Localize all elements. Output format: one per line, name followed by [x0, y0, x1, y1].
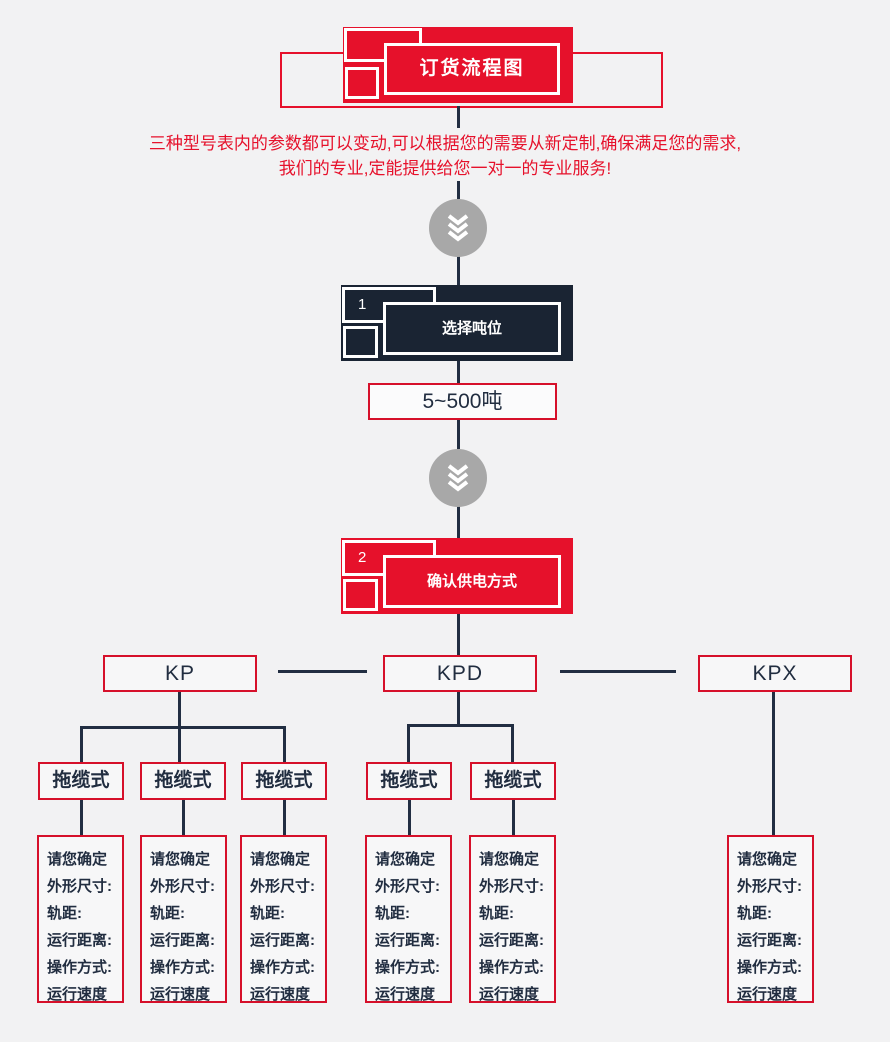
spec-line: 外形尺寸:	[250, 878, 315, 895]
spec-line: 外形尺寸:	[479, 878, 544, 895]
spec-line: 轨距:	[375, 905, 410, 922]
spec-line: 请您确定	[479, 851, 540, 868]
intro-line-2: 我们的专业,定能提供给您一对一的专业服务!	[278, 159, 612, 178]
cable-type-box: 拖缆式	[140, 762, 226, 800]
spec-line: 运行速度	[737, 986, 798, 1003]
step-1-deco-square	[343, 326, 378, 358]
step-2-label: 确认供电方式	[383, 555, 561, 608]
connector-line	[80, 726, 286, 729]
spec-box: 请您确定 外形尺寸: 轨距: 运行距离: 操作方式: 运行速度	[365, 835, 452, 1003]
tonnage-range-box: 5~500吨	[368, 383, 557, 420]
cable-type-box: 拖缆式	[470, 762, 556, 800]
spec-line: 外形尺寸:	[737, 878, 802, 895]
intro-text: 三种型号表内的参数都可以变动,可以根据您的需要从新定制,确保满足您的需求, 我们…	[0, 131, 890, 181]
spec-line: 请您确定	[737, 851, 798, 868]
spec-line: 操作方式:	[737, 959, 802, 976]
spec-line: 操作方式:	[250, 959, 315, 976]
spec-box: 请您确定 外形尺寸: 轨距: 运行距离: 操作方式: 运行速度	[469, 835, 556, 1003]
connector-line	[457, 361, 460, 383]
connector-line	[278, 670, 367, 673]
connector-line	[407, 724, 514, 727]
connector-line	[80, 726, 83, 762]
down-step-marker	[429, 449, 487, 507]
connector-line	[283, 726, 286, 762]
connector-line	[457, 181, 460, 199]
spec-line: 请您确定	[375, 851, 436, 868]
spec-line: 运行速度	[150, 986, 211, 1003]
cable-type-box: 拖缆式	[241, 762, 327, 800]
step-2-deco-square	[343, 579, 378, 611]
spec-box: 请您确定 外形尺寸: 轨距: 运行距离: 操作方式: 运行速度	[240, 835, 327, 1003]
spec-line: 运行距离:	[47, 932, 112, 949]
step-box-1: 1 选择吨位	[341, 285, 573, 361]
connector-line	[80, 800, 83, 835]
connector-line	[457, 255, 460, 285]
spec-line: 操作方式:	[150, 959, 215, 976]
model-box-kpx: KPX	[698, 655, 852, 692]
connector-line	[457, 505, 460, 538]
header-deco-square	[345, 67, 379, 99]
spec-line: 运行距离:	[150, 932, 215, 949]
cable-type-box: 拖缆式	[366, 762, 452, 800]
model-box-kpd: KPD	[383, 655, 537, 692]
chevron-triple-down-icon	[447, 214, 469, 242]
spec-line: 运行距离:	[375, 932, 440, 949]
spec-line: 运行速度	[47, 986, 108, 1003]
cable-type-box: 拖缆式	[38, 762, 124, 800]
spec-box: 请您确定 外形尺寸: 轨距: 运行距离: 操作方式: 运行速度	[140, 835, 227, 1003]
spec-line: 请您确定	[47, 851, 108, 868]
spec-line: 操作方式:	[479, 959, 544, 976]
spec-line: 运行速度	[479, 986, 540, 1003]
connector-line	[457, 106, 460, 128]
spec-line: 运行速度	[250, 986, 311, 1003]
spec-line: 轨距:	[150, 905, 185, 922]
spec-box: 请您确定 外形尺寸: 轨距: 运行距离: 操作方式: 运行速度	[727, 835, 814, 1003]
spec-line: 运行速度	[375, 986, 436, 1003]
spec-line: 操作方式:	[47, 959, 112, 976]
intro-line-1: 三种型号表内的参数都可以变动,可以根据您的需要从新定制,确保满足您的需求,	[148, 134, 742, 153]
header-box: 订货流程图	[343, 27, 573, 103]
connector-line	[511, 724, 514, 762]
step-box-2: 2 确认供电方式	[341, 538, 573, 614]
spec-line: 轨距:	[250, 905, 285, 922]
model-box-kp: KP	[103, 655, 257, 692]
spec-line: 运行距离:	[479, 932, 544, 949]
spec-line: 外形尺寸:	[47, 878, 112, 895]
connector-line	[283, 800, 286, 835]
down-step-marker	[429, 199, 487, 257]
spec-line: 运行距离:	[737, 932, 802, 949]
connector-line	[407, 724, 410, 762]
spec-line: 运行距离:	[250, 932, 315, 949]
spec-line: 外形尺寸:	[150, 878, 215, 895]
spec-line: 轨距:	[737, 905, 772, 922]
connector-line	[772, 692, 775, 835]
connector-line	[457, 418, 460, 449]
spec-line: 轨距:	[479, 905, 514, 922]
connector-line	[457, 614, 460, 655]
spec-line: 外形尺寸:	[375, 878, 440, 895]
step-1-label: 选择吨位	[383, 302, 561, 355]
spec-line: 请您确定	[250, 851, 311, 868]
spec-line: 操作方式:	[375, 959, 440, 976]
connector-line	[512, 800, 515, 835]
spec-box: 请您确定 外形尺寸: 轨距: 运行距离: 操作方式: 运行速度	[37, 835, 124, 1003]
spec-line: 轨距:	[47, 905, 82, 922]
chevron-triple-down-icon	[447, 464, 469, 492]
page-title: 订货流程图	[384, 43, 560, 95]
connector-line	[182, 800, 185, 835]
connector-line	[457, 692, 460, 725]
connector-line	[408, 800, 411, 835]
spec-line: 请您确定	[150, 851, 211, 868]
connector-line	[560, 670, 676, 673]
